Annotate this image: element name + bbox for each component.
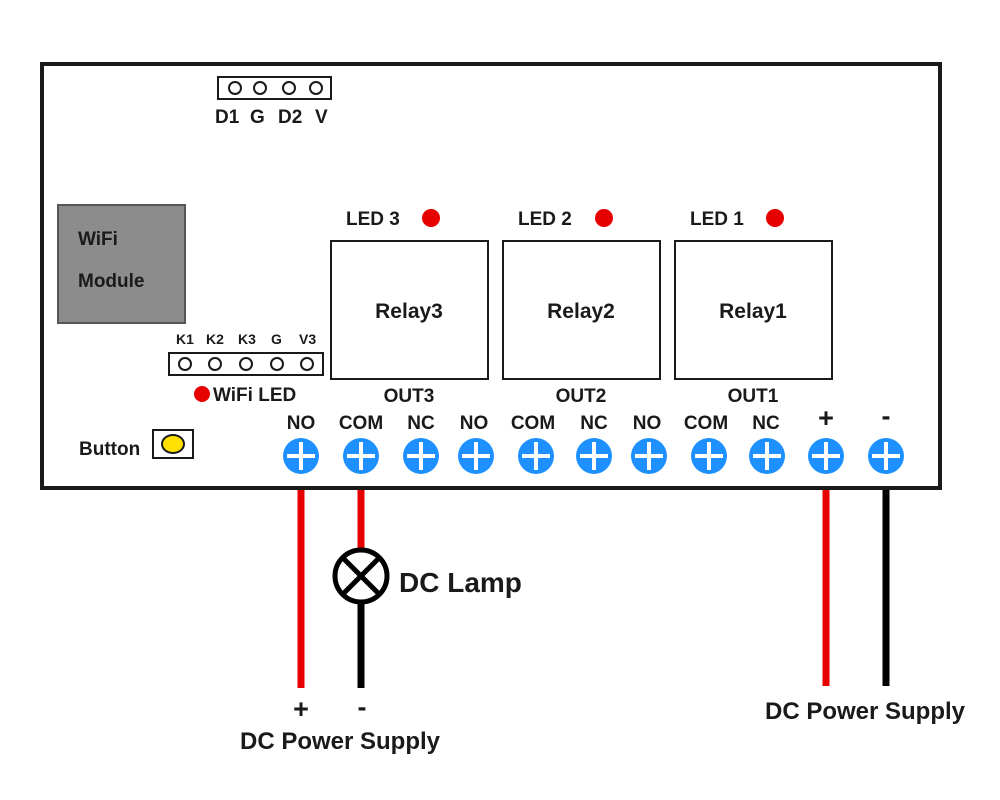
terminal-out1-com[interactable] — [691, 438, 727, 474]
terminal-out3-com[interactable] — [343, 438, 379, 474]
pin-label-d2: D2 — [278, 107, 302, 128]
relay-3 — [330, 240, 489, 380]
k-pin-label-v3: V3 — [299, 331, 316, 347]
terminal-out2-nc[interactable] — [576, 438, 612, 474]
left-supply-label: DC Power Supply — [240, 728, 441, 755]
k-pin-label-k2: K2 — [206, 331, 224, 347]
out3-label: OUT3 — [384, 386, 435, 407]
led-2-label: LED 2 — [518, 209, 572, 230]
terminal-label-out1-com: COM — [684, 413, 728, 434]
relay-2-label: Relay2 — [547, 300, 615, 323]
terminal-label-out3-com: COM — [339, 413, 383, 434]
terminal-label-out3-nc: NC — [407, 413, 435, 434]
terminal-label-out2-com: COM — [511, 413, 555, 434]
out2-label: OUT2 — [556, 386, 607, 407]
terminal-label-power-plus: + — [818, 403, 834, 433]
terminal-out3-no[interactable] — [283, 438, 319, 474]
led-1-label: LED 1 — [690, 209, 744, 230]
terminal-out1-no[interactable] — [631, 438, 667, 474]
led-2-indicator — [595, 209, 613, 227]
led-3-indicator — [422, 209, 440, 227]
terminal-out2-com[interactable] — [518, 438, 554, 474]
terminal-label-out1-no: NO — [633, 413, 662, 434]
terminal-out3-nc[interactable] — [403, 438, 439, 474]
relay-1 — [674, 240, 833, 380]
out1-label: OUT1 — [728, 386, 779, 407]
pin-label-v: V — [315, 107, 328, 128]
pin-label-d1: D1 — [215, 107, 240, 128]
terminal-label-power-minus: - — [882, 401, 891, 431]
relay-2 — [502, 240, 661, 380]
wifi-module — [57, 204, 186, 324]
left-supply-plus-label: + — [293, 694, 309, 724]
terminal-label-out3-no: NO — [287, 413, 316, 434]
relay-1-label: Relay1 — [719, 300, 787, 323]
terminal-label-out1-nc: NC — [752, 413, 780, 434]
push-button[interactable] — [161, 434, 185, 454]
k-pin-label-k1: K1 — [176, 331, 194, 347]
header-pin-block — [217, 76, 332, 100]
pin-label-g: G — [250, 107, 265, 128]
k-pin-label-k3: K3 — [238, 331, 256, 347]
wifi-module-label-line2: Module — [78, 271, 145, 292]
k-pin-block — [168, 352, 324, 376]
led-1-indicator — [766, 209, 784, 227]
left-supply-minus-label: - — [358, 692, 367, 722]
terminal-power-minus[interactable] — [868, 438, 904, 474]
terminal-out1-nc[interactable] — [749, 438, 785, 474]
relay-3-label: Relay3 — [375, 300, 443, 323]
k-pin-label-g: G — [271, 331, 282, 347]
led-3-label: LED 3 — [346, 209, 400, 230]
wifi-led-indicator — [194, 386, 210, 402]
wifi-led-label: WiFi LED — [213, 385, 296, 406]
terminal-power-plus[interactable] — [808, 438, 844, 474]
dc-lamp-label: DC Lamp — [399, 567, 522, 598]
terminal-out2-no[interactable] — [458, 438, 494, 474]
terminal-label-out2-nc: NC — [580, 413, 608, 434]
button-label: Button — [79, 439, 140, 460]
terminal-label-out2-no: NO — [460, 413, 489, 434]
dc-lamp-icon — [332, 547, 390, 605]
wifi-module-label-line1: WiFi — [78, 229, 118, 250]
right-supply-label: DC Power Supply — [765, 698, 966, 725]
